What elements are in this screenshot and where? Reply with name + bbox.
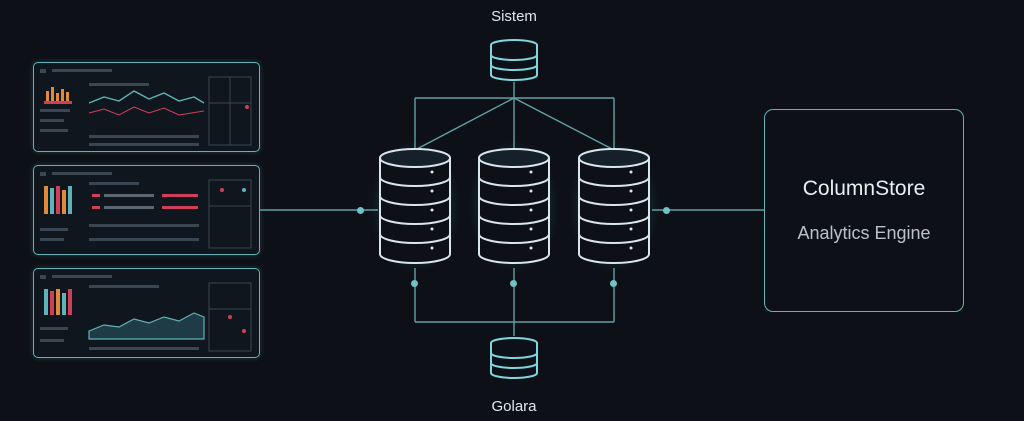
dashboard-thumbnail-2[interactable] [33, 165, 260, 255]
dashboard-thumbnail-1[interactable] [33, 62, 260, 152]
server-node-icon-1 [370, 141, 460, 273]
bottom-store-label: Golara [491, 398, 537, 415]
top-store-label: Sistem [491, 8, 537, 25]
node-dot-1 [411, 280, 418, 287]
link-dot-left [357, 207, 364, 214]
dashboard-thumbnail-3[interactable] [33, 268, 260, 358]
dashboard-content-3 [40, 275, 252, 352]
engine-title: ColumnStore [802, 177, 926, 200]
top-database-icon [490, 39, 538, 81]
dashboard-content-2 [40, 172, 252, 249]
node-dot-2 [510, 280, 517, 287]
analytics-engine-box: ColumnStore Analytics Engine [764, 109, 964, 312]
engine-subtitle: Analytics Engine [797, 223, 931, 243]
server-node-icon-2 [469, 141, 559, 273]
link-dot-right [663, 207, 670, 214]
dashboard-content-1 [40, 69, 252, 146]
node-dot-3 [610, 280, 617, 287]
bottom-database-icon [490, 337, 538, 379]
server-node-icon-3 [569, 141, 659, 273]
